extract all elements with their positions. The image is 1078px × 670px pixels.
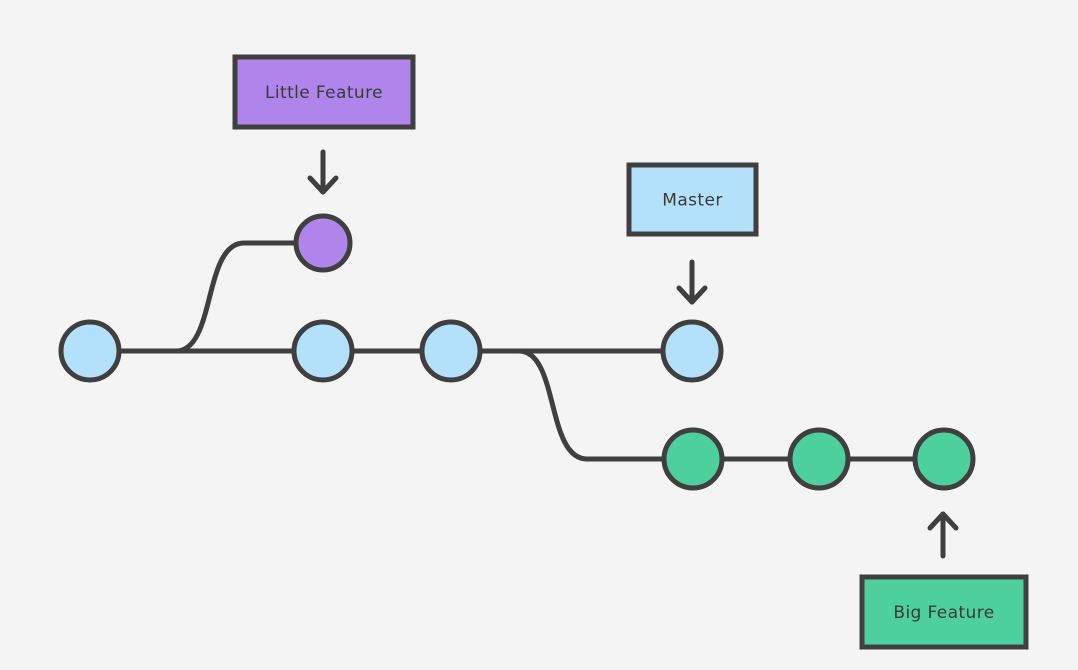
branch-label-text-little-feature: Little Feature <box>265 83 383 103</box>
branch-label-big-feature[interactable]: Big Feature <box>859 574 1029 650</box>
commit-node-m2[interactable] <box>291 319 355 383</box>
arrow-big-feature-head <box>927 511 959 531</box>
branch-label-box-big-feature[interactable] <box>859 574 1029 650</box>
edge-edge-fork-big-feature <box>518 348 664 462</box>
arrow-big-feature <box>927 511 959 559</box>
commit-nodes <box>58 213 976 491</box>
arrow-master-head <box>676 285 708 305</box>
branch-label-little-feature[interactable]: Little Feature <box>232 54 416 130</box>
arrow-little-feature <box>307 149 339 195</box>
label-arrows <box>307 149 959 559</box>
edge-edge-fork-little-feature <box>175 240 296 354</box>
commit-node-m1[interactable] <box>58 319 122 383</box>
branch-label-text-big-feature: Big Feature <box>893 603 994 623</box>
branch-label-master[interactable]: Master <box>626 162 759 237</box>
branch-label-box-little-feature[interactable] <box>232 54 416 130</box>
commit-node-bf2[interactable] <box>787 427 851 491</box>
commit-node-bf3[interactable] <box>912 427 976 491</box>
commit-node-lf1[interactable] <box>293 213 353 273</box>
arrow-little-feature-head <box>307 175 339 195</box>
commit-node-bf1[interactable] <box>661 427 725 491</box>
commit-node-m3[interactable] <box>419 319 483 383</box>
arrow-master <box>676 259 708 305</box>
commit-edges <box>119 240 915 462</box>
commit-node-m4[interactable] <box>660 319 724 383</box>
branch-label-text-master: Master <box>662 191 722 211</box>
branch-label-box-master[interactable] <box>626 162 759 237</box>
